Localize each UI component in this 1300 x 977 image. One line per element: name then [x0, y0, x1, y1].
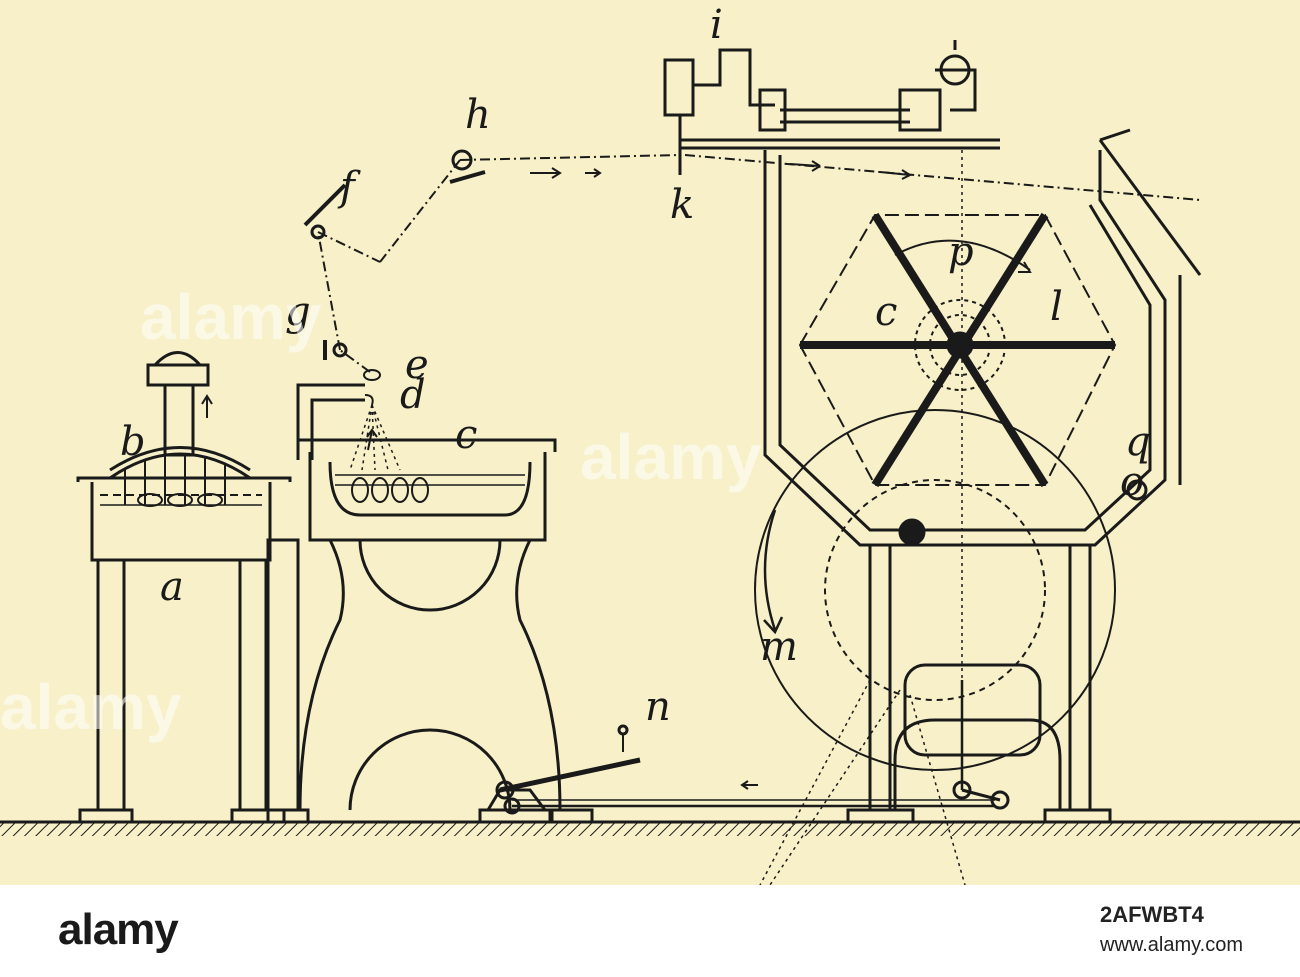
peg-o	[1126, 479, 1148, 501]
reel-l	[798, 212, 1117, 488]
label-b: b	[120, 419, 146, 465]
label-f: f	[337, 164, 361, 210]
jet-d-pipe	[296, 369, 401, 471]
label-m: m	[760, 624, 798, 670]
image-id: 2AFWBT4	[1100, 902, 1204, 927]
reel-housing	[763, 128, 1202, 547]
belt-lines	[759, 679, 966, 885]
heater-b	[109, 351, 251, 505]
label-p: p	[948, 229, 974, 275]
guide-g	[323, 340, 348, 360]
basin-a-stand	[76, 476, 292, 824]
label-e: e	[405, 342, 429, 388]
basin-c-stand	[266, 438, 594, 824]
flow-arrows	[366, 160, 913, 790]
watermark-band	[0, 885, 1300, 977]
machine-diagram: a b c d e f g h i k l m n o p q c	[0, 2, 1300, 885]
label-a: a	[160, 564, 184, 610]
label-o: o	[1120, 459, 1144, 505]
reel-stand	[846, 150, 1112, 824]
label-k: k	[670, 182, 694, 228]
label-q: q	[1125, 419, 1151, 465]
thread-path	[317, 154, 1201, 373]
floor-hatching	[0, 822, 1300, 836]
label-c-basin: c	[455, 412, 477, 458]
guide-h	[449, 149, 486, 184]
stock-url: www.alamy.com	[1100, 934, 1243, 956]
guide-f	[303, 183, 347, 240]
label-g: g	[285, 289, 311, 335]
label-d: d	[400, 372, 426, 418]
alamy-logo: alamy	[58, 905, 179, 954]
label-h: h	[465, 92, 491, 138]
label-i: i	[710, 2, 723, 48]
label-c-reel: c	[875, 289, 897, 335]
label-n: n	[645, 684, 671, 730]
pedal-n	[478, 724, 995, 824]
drive-assembly-i	[663, 40, 1000, 175]
label-l: l	[1050, 284, 1063, 330]
gear-m	[754, 409, 1116, 771]
